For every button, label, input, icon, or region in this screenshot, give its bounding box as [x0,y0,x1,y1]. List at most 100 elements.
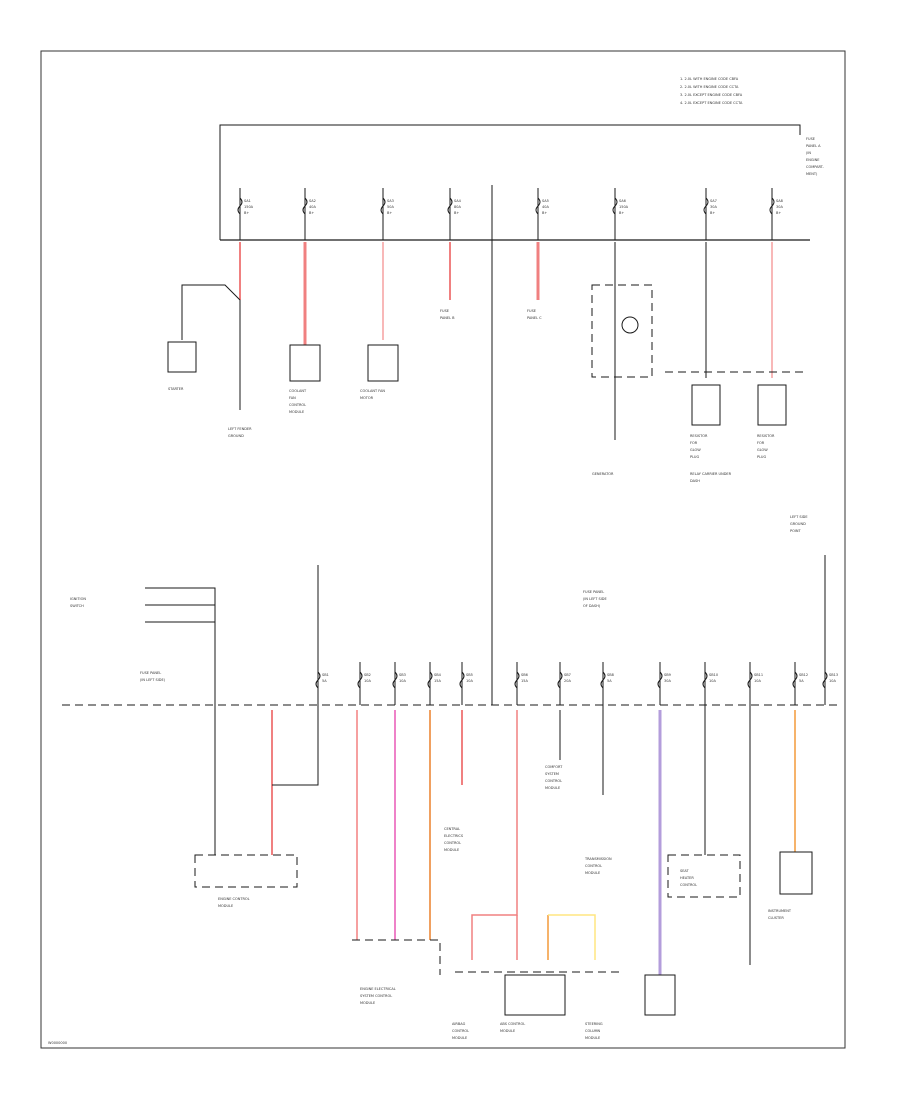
coolant-fan-1-label-3: CONTROL [289,403,306,407]
relay-carrier-caption-2: DASH [690,479,700,483]
central-electrics-label-4: MODULE [444,848,459,852]
steering-label-2: COLUMN [585,1029,601,1033]
engine-electrical-label-3: MODULE [360,1001,375,1005]
lower-wires [214,705,796,975]
resistor-1-label-3: GLOW [690,448,701,452]
lower-fuse-symbol [315,671,321,689]
lower-fuse-id: SB6 [521,673,528,677]
lower-fuse-symbol [792,671,798,689]
coolant-fan-motor-box [367,344,399,382]
legend-line-1: 1. 2.0L WITH ENGINE CODE CBFA [680,77,739,81]
engine-control-box [194,854,298,888]
lower-fuses: SB15ASB210ASB310ASB415ASB510ASB615ASB720… [315,662,838,705]
ground-right-label-2: GROUND [790,522,806,526]
coolant-fan-2-label-1: COOLANT FAN [360,389,385,393]
fuse-panel-c-label-1: FUSE [527,309,536,313]
upper-fuse-rating: 50A [387,205,394,209]
comfort-label-2: SYSTEM [545,772,559,776]
generator-section: GENERATOR [591,284,653,476]
relay-left-label-1: FUSE PANEL [140,671,161,675]
steering-box [644,974,676,1016]
lower-fuse-rating: 10A [399,679,406,683]
resistor-2-label-2: FOR [757,441,765,445]
instrument-label-1: INSTRUMENT [768,909,792,913]
lower-fuse-rating: 10A [364,679,371,683]
lower-fuse-symbol [427,671,433,689]
central-electrics-label-2: ELECTRICS [444,834,464,838]
ignition-label-2: SWITCH [70,604,84,608]
coolant-fan-2-label-2: MOTOR [360,396,374,400]
starter-label: STARTER [168,387,184,391]
upper-fuse-rating: 80A [454,205,461,209]
ignition-line-1 [145,587,216,705]
lower-fuse-id: SB5 [466,673,473,677]
engine-electrical-label-2: SYSTEM CONTROL [360,994,392,998]
lower-fuse-id: SB8 [607,673,614,677]
relay-left-label-2: (IN LEFT SIDE) [140,678,166,682]
upper-fuses: SA1150AB+SA240AB+SA350AB+SA480AB+SA540AB… [237,188,783,240]
upper-fuse-label: B+ [454,211,459,215]
lower-fuse-symbol [600,671,606,689]
upper-fuse-id: SA6 [619,199,626,203]
upper-fuse-rating: 40A [309,205,316,209]
lower-bus-label-2: (IN LEFT SIDE [583,597,607,601]
upper-fuse-label: B+ [776,211,781,215]
central-electrics-label-1: CENTRAL [444,827,460,831]
upper-fuse-label: B+ [244,211,249,215]
lower-fuse-symbol [392,671,398,689]
upper-fuse-id: SA2 [309,199,316,203]
upper-fuse-label: B+ [387,211,392,215]
resistor-section: RESISTOR FOR GLOW PLUG RESISTOR FOR GLOW… [665,371,805,483]
wire-abs-2 [548,914,596,960]
coolant-fan-1-label-1: COOLANT [289,389,307,393]
comfort-label-4: MODULE [545,786,560,790]
fuse-panel-b-label-2: PANEL B [440,316,455,320]
ground-right-label-1: LEFT SIDE [790,515,808,519]
upper-fuse-symbol [302,197,308,215]
lower-fuse-8: SB8 5A [600,662,614,705]
lower-fuse-id: SB12 [799,673,808,677]
fuse-panel-labels: FUSE PANEL B FUSE PANEL C [440,309,542,320]
lower-fuse-id: SB9 [664,673,671,677]
lower-fuse-rating: 5A [607,679,612,683]
transmission-label-1: TRANSMISSION [584,857,612,861]
coolant-section: COOLANT FAN CONTROL MODULE COOLANT FAN M… [289,344,399,414]
resistor-2-label-3: GLOW [757,448,768,452]
airbag-abs-box [504,974,566,1016]
resistor-2-label-4: PLUG [757,455,766,459]
upper-fuse-id: SA7 [710,199,717,203]
steering-label-1: STEERING [585,1022,603,1026]
lower-fuse-bus: FUSE PANEL (IN LEFT SIDE OF DASH) LEFT S… [62,515,840,706]
lower-fuse-symbol [557,671,563,689]
legend: 1. 2.0L WITH ENGINE CODE CBFA 2. 2.0L WI… [680,77,743,105]
upper-fuse-symbol [447,197,453,215]
instrument-label-2: CLUSTER [768,916,784,920]
lower-fuse-symbol [657,671,663,689]
coolant-fan-1-label-2: FAN [289,396,296,400]
lower-fuse-id: SB10 [709,673,718,677]
lower-components: ENGINE CONTROL MODULE CENTRAL ELECTRICS … [194,765,813,1040]
legend-line-3: 3. 2.0L EXCEPT ENGINE CODE CBFA [680,93,743,97]
upper-fuse-rating: 30A [776,205,783,209]
fuse-box-label-5: COMPART- [806,165,824,169]
upper-fuse-symbol [237,197,243,215]
engine-control-label-1: ENGINE CONTROL [218,897,250,901]
resistor-1-box [691,384,721,426]
engine-control-label-2: MODULE [218,904,233,908]
starter-relay-wire [181,284,241,340]
lower-fuse-rating: 15A [434,679,441,683]
seat-heater-label-2: HEATER [680,876,694,880]
upper-fuse-label: B+ [619,211,624,215]
fuse-box-label-1: FUSE [806,137,815,141]
